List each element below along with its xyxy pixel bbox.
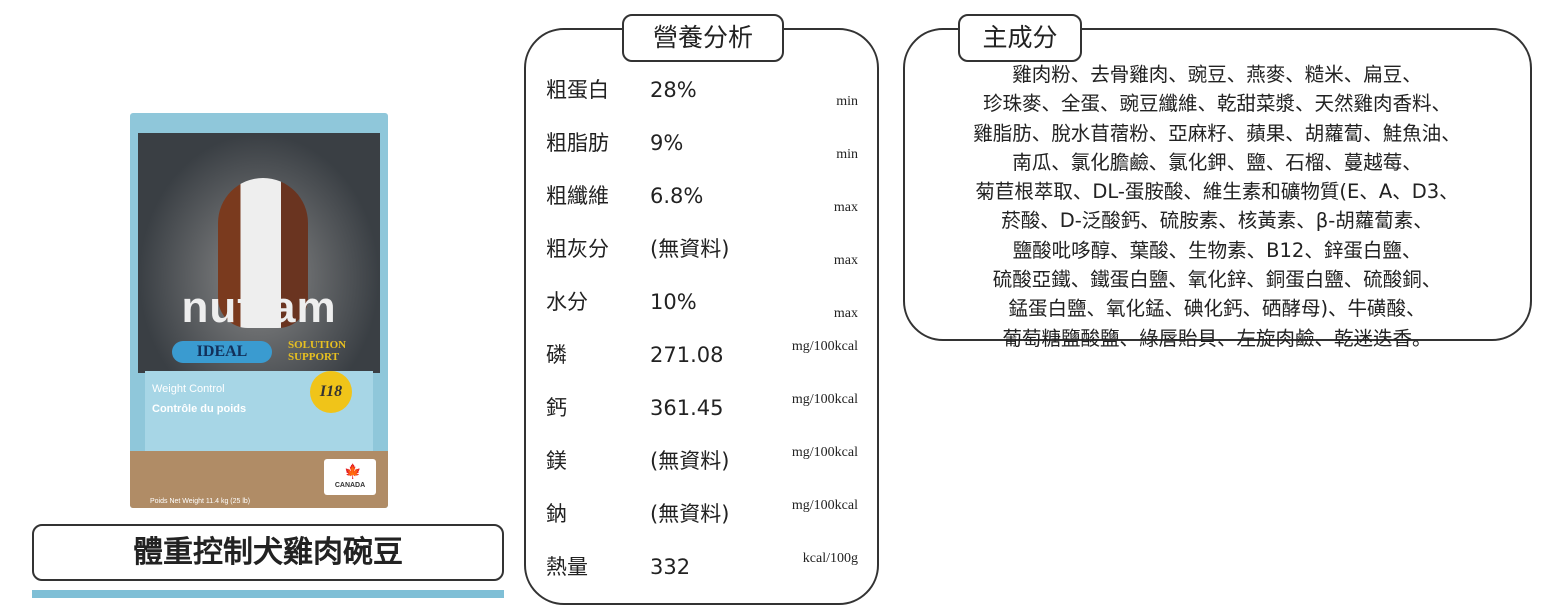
line-badge: IDEAL xyxy=(172,341,272,363)
maple-leaf-icon: 🍁 xyxy=(344,463,362,479)
nutrient-value: 361.45 xyxy=(650,396,724,420)
nutrient-label: 鎂 xyxy=(546,449,567,473)
nutrient-value: (無資料) xyxy=(650,237,730,261)
origin-text: CANADA xyxy=(334,482,366,489)
nutrient-label: 磷 xyxy=(546,343,567,367)
nutrient-unit: mg/100kcal xyxy=(791,339,858,354)
nutrition-row: 鈉 (無資料) mg/100kcal xyxy=(546,498,858,540)
nutrient-value: 10% xyxy=(650,290,697,314)
ingredient-line: 雞脂肪、脫水苜蓿粉、亞麻籽、蘋果、胡蘿蔔、鮭魚油、 xyxy=(973,121,1461,145)
code-badge: I18 xyxy=(310,371,352,413)
origin-label: 🍁 CANADA xyxy=(324,459,376,495)
nutrition-row: 磷 271.08 mg/100kcal xyxy=(546,339,858,381)
package-title-en: Weight Control xyxy=(152,383,225,395)
nutrient-unit: max xyxy=(833,253,858,268)
nutrient-label: 水分 xyxy=(546,290,588,314)
nutrient-label: 粗灰分 xyxy=(546,237,609,261)
nutrition-row: 粗脂肪 9% min xyxy=(546,129,858,169)
product-name: 體重控制犬雞肉碗豆 xyxy=(32,524,504,581)
nutrient-unit: min xyxy=(836,94,858,109)
nutrient-label: 粗蛋白 xyxy=(546,78,609,102)
nutrient-value: (無資料) xyxy=(650,449,730,473)
nutrient-unit: mg/100kcal xyxy=(791,498,858,513)
nutrient-label: 粗脂肪 xyxy=(546,131,609,155)
ingredient-line: 雞肉粉、去骨雞肉、豌豆、燕麥、糙米、扁豆、 xyxy=(1012,63,1422,86)
dog-illustration xyxy=(218,178,308,328)
ingredient-line: 鹽酸吡哆醇、葉酸、生物素、B12、鋅蛋白鹽、 xyxy=(1012,238,1422,262)
nutrient-unit: max xyxy=(833,306,858,321)
ingredient-line: 菸酸、D-泛酸鈣、硫胺素、核黃素、β-胡蘿蔔素、 xyxy=(1001,209,1433,233)
ingredient-line: 珍珠麥、全蛋、豌豆纖維、乾甜菜漿、天然雞肉香料、 xyxy=(982,92,1451,116)
nutrition-row: 粗蛋白 28% min xyxy=(546,76,858,116)
ingredient-line: 硫酸亞鐵、鐵蛋白鹽、氧化鋅、銅蛋白鹽、硫酸銅、 xyxy=(992,268,1442,292)
brand-logo: nutram xyxy=(181,283,337,332)
ingredient-line: 錳蛋白鹽、氧化錳、碘化鈣、硒酵母)、牛磺酸、 xyxy=(1008,297,1426,321)
nutrition-row: 粗纖維 6.8% max xyxy=(546,182,858,222)
nutrient-label: 鈣 xyxy=(546,396,567,420)
ingredient-line: 菊苣根萃取、DL-蛋胺酸、維生素和礦物質(E、A、D3、 xyxy=(975,180,1459,204)
ingredients-title: 主成分 xyxy=(958,14,1082,62)
dog-photo xyxy=(138,133,380,373)
ingredients-list: 雞肉粉、去骨雞肉、豌豆、燕麥、糙米、扁豆、珍珠麥、全蛋、豌豆纖維、乾甜菜漿、天然… xyxy=(905,60,1529,353)
nutrition-row: 鈣 361.45 mg/100kcal xyxy=(546,392,858,434)
nutrient-unit: min xyxy=(836,147,858,162)
title-underline xyxy=(32,590,504,598)
nutrient-value: (無資料) xyxy=(650,502,730,526)
ingredient-line: 南瓜、氯化膽鹼、氯化鉀、鹽、石榴、蔓越莓、 xyxy=(1012,150,1422,174)
nutrition-row: 粗灰分 (無資料) max xyxy=(546,235,858,275)
nutrient-value: 9% xyxy=(650,131,684,155)
nutrient-value: 28% xyxy=(650,78,697,102)
nutrition-title: 營養分析 xyxy=(622,14,784,62)
sub-line: SOLUTION SUPPORT xyxy=(288,339,347,363)
nutrient-value: 6.8% xyxy=(650,184,704,208)
nutrition-row: 水分 10% max xyxy=(546,288,858,328)
net-weight: Poids Net Weight 11.4 kg (25 lb) xyxy=(150,498,251,505)
nutrient-label: 鈉 xyxy=(546,502,567,526)
nutrient-label: 粗纖維 xyxy=(546,184,609,208)
nutrient-unit: mg/100kcal xyxy=(791,445,858,460)
nutrient-unit: mg/100kcal xyxy=(791,392,858,407)
nutrition-row: 熱量 332 kcal/100g xyxy=(546,551,858,593)
package-title-fr: Contrôle du poids xyxy=(152,403,247,415)
nutrient-unit: kcal/100g xyxy=(802,551,858,566)
ingredients-panel xyxy=(903,28,1532,341)
nutrient-unit: max xyxy=(833,200,858,215)
ingredient-line: 葡萄糖鹽酸鹽、綠唇貽貝、左旋肉鹼、乾迷迭香。 xyxy=(1002,326,1432,350)
product-package-image: nutram IDEAL SOLUTION SUPPORT Weight Con… xyxy=(130,113,388,508)
nutrition-row: 鎂 (無資料) mg/100kcal xyxy=(546,445,858,487)
nutrient-value: 332 xyxy=(650,555,691,579)
nutrient-label: 熱量 xyxy=(546,555,588,579)
nutrient-value: 271.08 xyxy=(650,343,724,367)
